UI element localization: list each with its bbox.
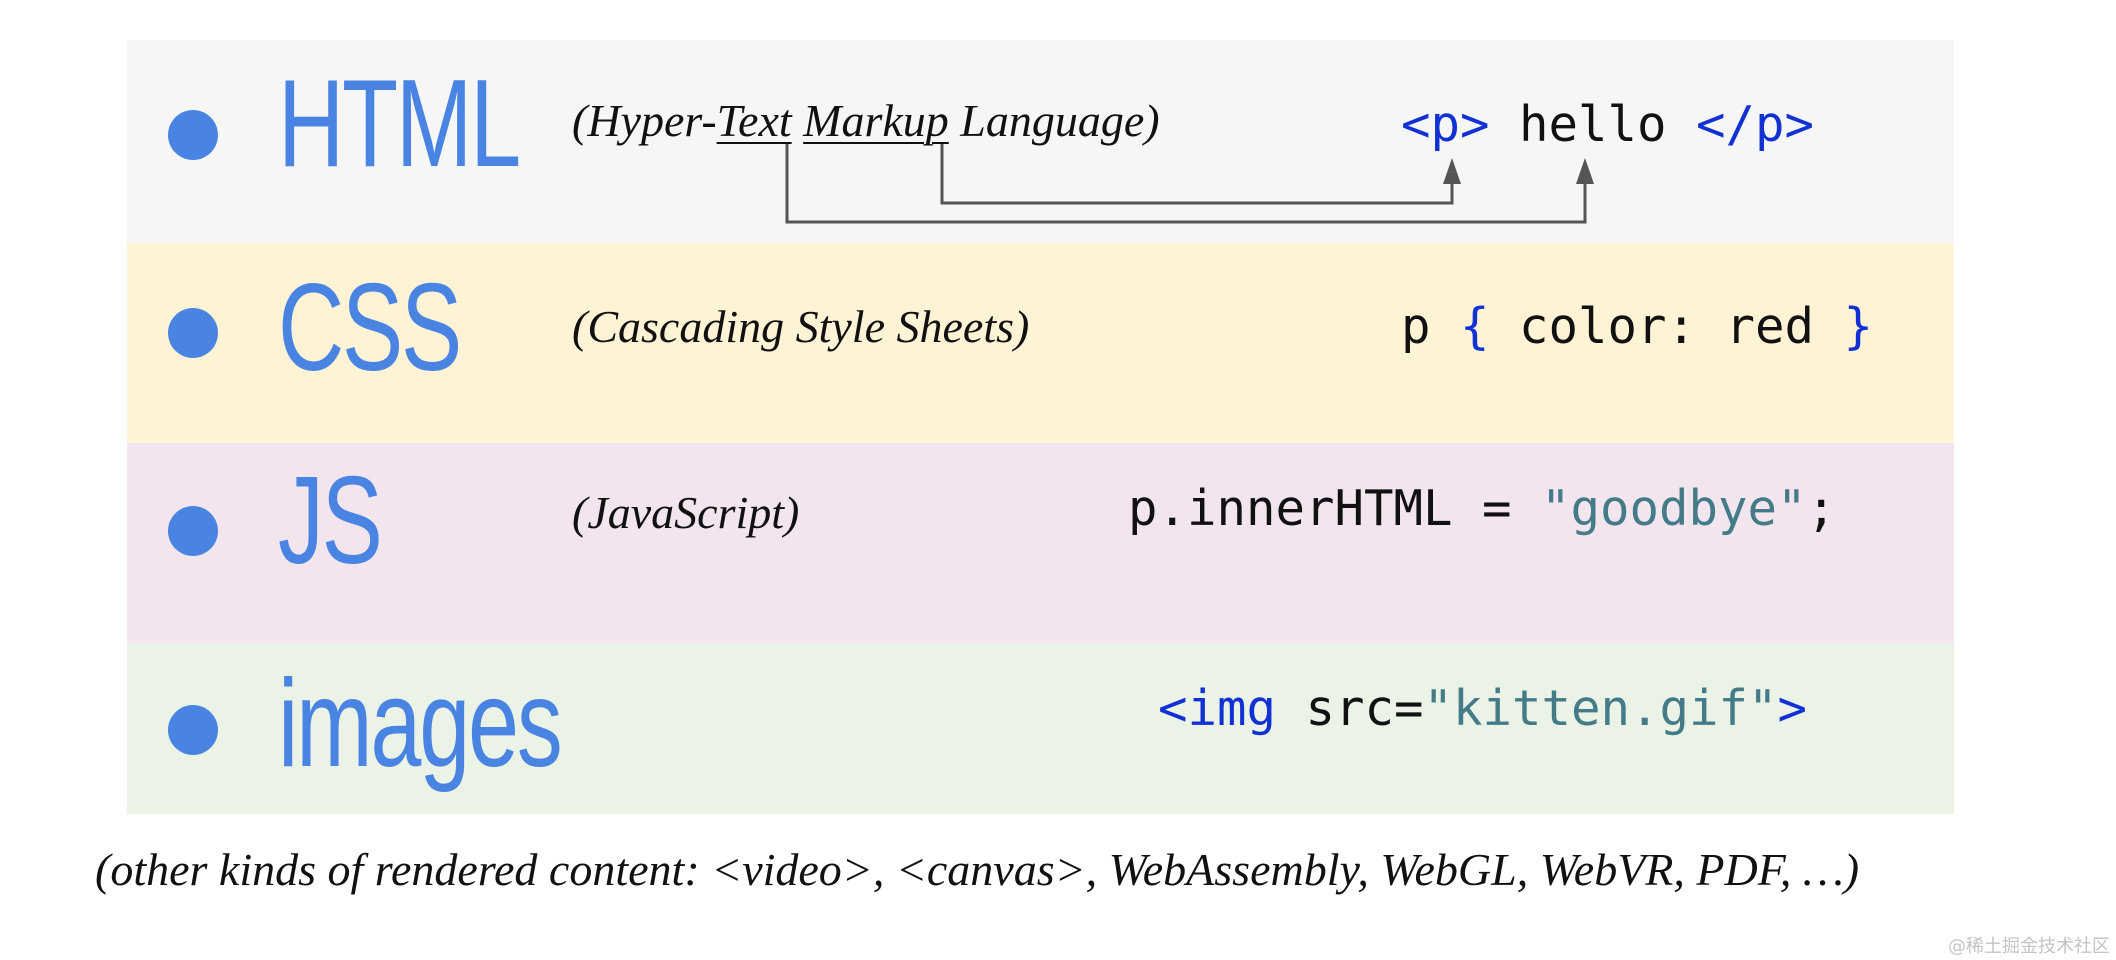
term-js: JS xyxy=(278,452,383,590)
css-band xyxy=(127,243,1954,443)
bullet-icon xyxy=(168,110,218,160)
footer-note: (other kinds of rendered content: <video… xyxy=(95,844,1860,895)
term-html: HTML xyxy=(278,55,521,193)
js-band xyxy=(127,443,1954,643)
underlined-markup: Markup xyxy=(803,95,949,146)
code-css: p { color: red } xyxy=(1401,298,1874,355)
code-html: <p> hello </p> xyxy=(1401,96,1815,153)
images-band xyxy=(127,643,1954,814)
bullet-icon xyxy=(168,506,218,556)
expansion-css: (Cascading Style Sheets) xyxy=(572,301,1030,352)
expansion-js: (JavaScript) xyxy=(572,487,800,538)
expansion-html: (Hyper-Text Markup Language) xyxy=(572,95,1160,146)
bullet-icon xyxy=(168,705,218,755)
term-css: CSS xyxy=(278,259,462,397)
code-js: p.innerHTML = "goodbye"; xyxy=(1128,480,1837,537)
code-images: <img src="kitten.gif"> xyxy=(1158,680,1808,737)
bullet-icon xyxy=(168,308,218,358)
term-images: images xyxy=(278,655,563,793)
watermark: @稀土掘金技术社区 xyxy=(1948,936,2110,957)
underlined-text: Text xyxy=(716,95,792,146)
